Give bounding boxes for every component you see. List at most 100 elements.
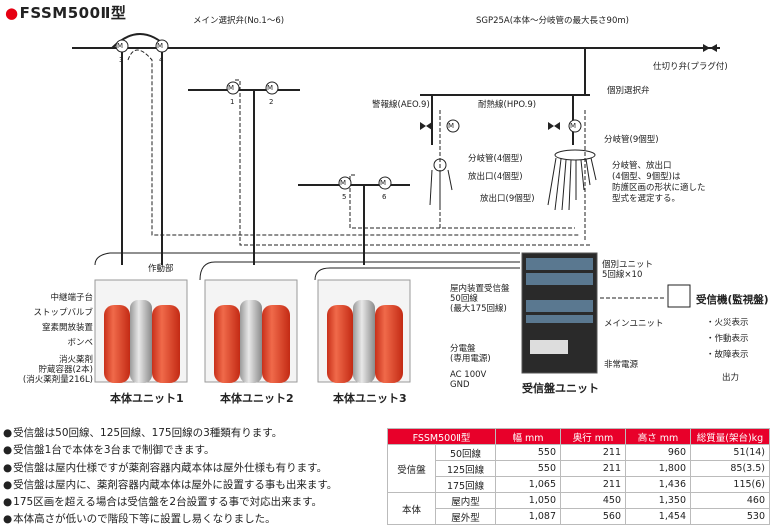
- table-cell: 85(3.5): [690, 460, 770, 477]
- table-cell: 960: [625, 444, 691, 461]
- gnd-label: GND: [450, 380, 470, 390]
- valve-number: 1: [230, 98, 235, 106]
- output-label: 出力: [722, 373, 740, 383]
- valve-number: 6: [382, 193, 387, 201]
- feature-item: 受信盤は屋内仕様ですが薬剤容器内蔵本体は屋外仕様も有ります。: [3, 460, 337, 477]
- table-cell: 550: [495, 460, 561, 477]
- feature-item: 本体高さが低いので階段下等に設置し易くなりました。: [3, 511, 337, 528]
- agent-label: (消火薬剤量216L): [22, 375, 93, 385]
- table-cell: 550: [495, 444, 561, 461]
- table-header: FSSM500Ⅱ型: [387, 428, 496, 445]
- table-cell: 175回線: [435, 476, 496, 493]
- table-cell: 560: [560, 508, 626, 525]
- main-unit-label: メインユニット: [604, 319, 664, 329]
- table-row: 125回線 550 211 1,800 85(3.5): [388, 460, 770, 477]
- valve-number: 3: [119, 56, 124, 64]
- table-row: 175回線 1,065 211 1,436 115(6): [388, 476, 770, 493]
- indoor-receiver-label: (最大175回線): [450, 304, 507, 314]
- branch-pipe-9-label: 分岐管(9個型): [604, 135, 659, 145]
- table-header: 総質量(架台)kg: [690, 428, 770, 445]
- ac-label: AC 100V: [450, 370, 487, 380]
- table-cell: 51(14): [690, 444, 770, 461]
- feature-item: 受信盤は屋内に、薬剤容器内蔵本体は屋外に設置する事も出来ます。: [3, 477, 337, 494]
- table-cell: 530: [690, 508, 770, 525]
- outlet-4-label: 放出口(4個型): [468, 172, 523, 182]
- sgp-label: SGP25A(本体～分岐管の最大長さ90m): [476, 16, 629, 26]
- unit1-label: 本体ユニット1: [110, 392, 184, 405]
- table-cell: 460: [690, 492, 770, 509]
- receiver-monitor-label: 受信機(監視盤): [696, 294, 769, 306]
- table-cell: 125回線: [435, 460, 496, 477]
- unit3-label: 本体ユニット3: [333, 392, 407, 405]
- fault-display: ・故障表示: [706, 350, 749, 360]
- table-cell: 50回線: [435, 444, 496, 461]
- table-cell: 450: [560, 492, 626, 509]
- table-cell: 211: [560, 444, 626, 461]
- indoor-receiver-label: 屋内装置受信盤: [450, 284, 510, 294]
- indoor-receiver-label: 50回線: [450, 294, 478, 304]
- agent-label: 消火薬剤: [58, 355, 93, 365]
- indiv-unit-label: 個別ユニット: [602, 260, 654, 270]
- heat-line-label: 耐熱線(HPO.9): [478, 100, 537, 110]
- note-line: 分岐管、放出口: [612, 161, 672, 171]
- valve-mark: M: [448, 122, 455, 130]
- actuator-label: 作動部: [148, 264, 174, 274]
- feature-item: 受信盤1台で本体を3台まで制御できます。: [3, 442, 337, 459]
- gate-valve-label: 仕切り弁(プラグ付): [653, 62, 728, 72]
- table-row: 本体 屋内型 1,050 450 1,350 460: [386, 492, 770, 525]
- table-header: 幅 mm: [495, 428, 561, 445]
- table-cell: 受信盤: [386, 444, 437, 493]
- feature-item: 175区画を超える場合は受信盤を2台設置する事で対応出来ます。: [3, 494, 337, 511]
- note-line: 防護区画の形状に適した: [612, 183, 706, 193]
- table-row: 屋外型 1,087 560 1,454 530: [388, 508, 770, 525]
- valve-mark: M: [340, 179, 347, 187]
- valve-mark: M: [228, 84, 235, 92]
- stop-valve-label: ストップバルブ: [33, 308, 93, 318]
- note-line: (4個型、9個型)は: [612, 172, 681, 182]
- agent-label: 貯蔵容器(2本): [38, 365, 93, 375]
- table-cell: 1,065: [495, 476, 561, 493]
- operate-display: ・作動表示: [706, 334, 749, 344]
- indiv-unit-label: 5回線×10: [602, 270, 643, 280]
- relay-terminal-label: 中継端子台: [50, 293, 93, 303]
- table-header: 奥行 mm: [560, 428, 626, 445]
- table-cell: 屋内型: [435, 492, 496, 509]
- table-cell: 本体: [386, 492, 437, 525]
- valve-mark: M: [157, 42, 164, 50]
- feature-list: 受信盤は50回線、125回線、175回線の3種類有ります。 受信盤1台で本体を3…: [3, 425, 337, 529]
- valve-mark: M: [117, 42, 124, 50]
- fire-display: ・火災表示: [706, 318, 749, 328]
- distribution-label: 分電盤: [450, 344, 476, 354]
- table-cell: 211: [560, 460, 626, 477]
- note-line: 型式を選定する。: [612, 194, 681, 204]
- outlet-9-label: 放出口(9個型): [480, 194, 535, 204]
- branch-pipe-4-label: 分岐管(4個型): [468, 154, 523, 164]
- table-cell: 屋外型: [435, 508, 496, 525]
- table-row: 受信盤 50回線 550 211 960 51(14): [386, 444, 770, 493]
- valve-number: 4: [159, 56, 164, 64]
- valve-number: 5: [342, 193, 347, 201]
- table-cell: 1,800: [625, 460, 691, 477]
- table-header: 高さ mm: [625, 428, 691, 445]
- nitrogen-valve-label: 窒素開放装置: [41, 323, 93, 333]
- table-header-row: FSSM500Ⅱ型 幅 mm 奥行 mm 高さ mm 総質量(架台)kg: [387, 428, 770, 445]
- table-cell: 1,050: [495, 492, 561, 509]
- table-cell: 115(6): [690, 476, 770, 493]
- distribution-label: (専用電源): [450, 354, 491, 364]
- cylinder-label: ボンベ: [67, 338, 93, 348]
- spec-table: FSSM500Ⅱ型 幅 mm 奥行 mm 高さ mm 総質量(架台)kg 受信盤…: [386, 428, 770, 525]
- valve-mark: M: [380, 179, 387, 187]
- emergency-label: 非常電源: [604, 360, 639, 370]
- receiver-unit-label: 受信盤ユニット: [522, 382, 599, 395]
- table-cell: 211: [560, 476, 626, 493]
- table-cell: 1,436: [625, 476, 691, 493]
- page-title: ●FSSM500Ⅱ型: [5, 4, 127, 22]
- individual-selector-label: 個別選択弁: [607, 86, 650, 96]
- valve-mark: M: [267, 84, 274, 92]
- valve-number: 2: [269, 98, 274, 106]
- feature-item: 受信盤は50回線、125回線、175回線の3種類有ります。: [3, 425, 337, 442]
- unit2-label: 本体ユニット2: [220, 392, 294, 405]
- table-cell: 1,350: [625, 492, 691, 509]
- alarm-line-label: 警報線(AEO.9): [372, 100, 430, 110]
